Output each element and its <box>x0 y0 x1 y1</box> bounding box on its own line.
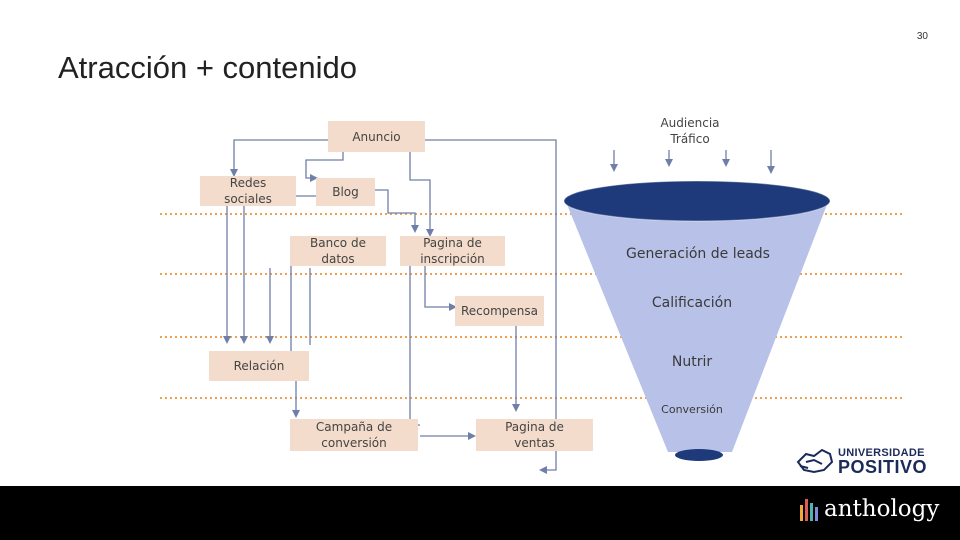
funnel <box>563 180 831 461</box>
funnel-calificacion-label: Calificación <box>651 295 733 311</box>
banco-datos-box: Banco de datos <box>290 236 386 266</box>
audiencia-label: Audiencia Tráfico <box>650 115 730 147</box>
funnel-top <box>564 181 830 221</box>
positivo-text: POSITIVO <box>838 457 928 477</box>
audiencia-text: Audiencia <box>660 116 720 130</box>
funnel-nutrir-label: Nutrir <box>671 354 713 370</box>
universidade-positivo-logo: UNIVERSIDADE POSITIVO <box>796 444 927 476</box>
relacion-box: Relación <box>209 351 309 381</box>
page-number: 30 <box>916 31 928 42</box>
handshake-icon <box>796 448 834 474</box>
funnel-bottom <box>675 449 723 461</box>
redes-sociales-box: Redes sociales <box>200 176 296 206</box>
universidade-text: UNIVERSIDADE <box>838 447 925 459</box>
anuncio-box: Anuncio <box>328 121 425 152</box>
pagina-ventas-label-2: ventas <box>514 436 555 450</box>
pagina-inscripcion-label-1: Pagina de <box>423 236 482 250</box>
pagina-ventas-label-1: Pagina de <box>505 420 564 434</box>
recompensa-box: Recompensa <box>455 296 544 326</box>
anthology-logo: anthology <box>800 496 939 522</box>
anuncio-label: Anuncio <box>352 129 401 144</box>
slide-title: Atracción + contenido <box>58 50 357 85</box>
banco-datos-label-2: datos <box>321 252 355 266</box>
recompensa-label: Recompensa <box>460 304 539 318</box>
anthology-text: anthology <box>824 496 940 522</box>
funnel-conversion-label: Conversión <box>661 403 723 416</box>
pagina-inscripcion-box: Pagina de inscripción <box>400 236 505 266</box>
blog-label: Blog <box>332 185 359 199</box>
funnel-body <box>566 202 828 452</box>
blog-box: Blog <box>316 178 375 206</box>
trafico-text: Tráfico <box>670 132 710 146</box>
campana-conversion-box: Campaña de conversión <box>290 419 418 451</box>
pagina-inscripcion-label-2: inscripción <box>420 252 485 266</box>
banco-datos-label-1: Banco de <box>310 236 366 250</box>
funnel-generacion-label: Generación de leads <box>626 246 770 262</box>
audience-arrows <box>610 150 775 174</box>
campana-label-2: conversión <box>321 436 387 450</box>
pagina-ventas-box: Pagina de ventas <box>476 419 593 451</box>
redes-sociales-label-1: Redes <box>229 176 267 190</box>
anthology-bars-icon <box>800 499 818 521</box>
campana-label-1: Campaña de <box>315 420 393 434</box>
relacion-label: Relación <box>233 359 285 373</box>
redes-sociales-label-2: sociales <box>224 192 272 206</box>
